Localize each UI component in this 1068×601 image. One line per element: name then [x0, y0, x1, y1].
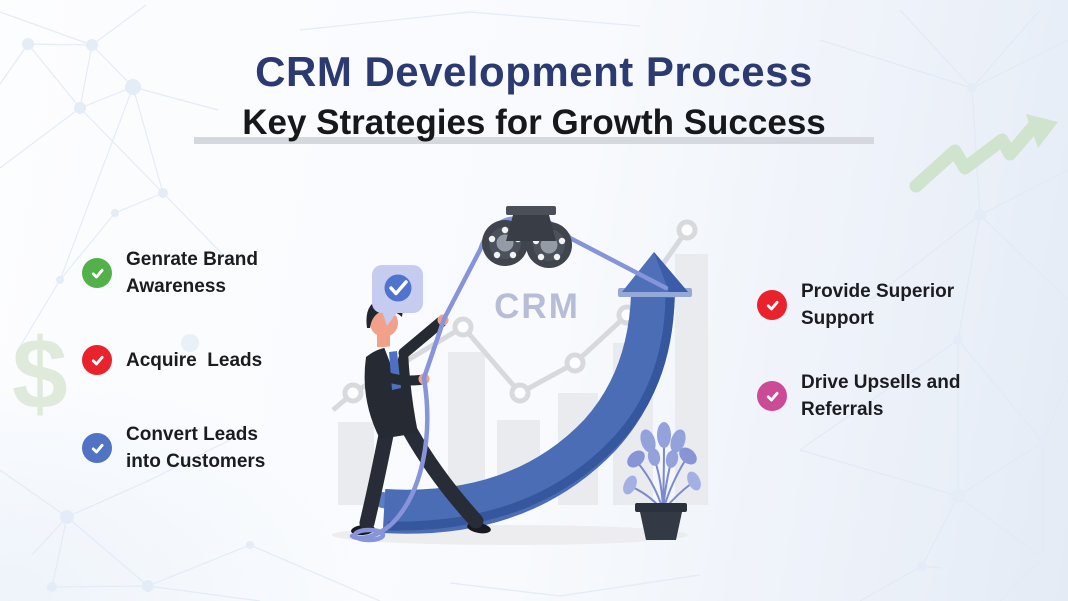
dollar-icon: $	[12, 318, 68, 430]
strategy-item-brand-awareness: Genrate Brand Awareness	[82, 246, 294, 300]
check-icon	[82, 433, 112, 463]
strategy-label: Provide Superior Support	[801, 281, 960, 329]
strategy-label: Drive Upsells and Referrals	[801, 372, 966, 420]
crm-watermark: CRM	[494, 287, 580, 326]
subtitle-underline	[194, 137, 874, 144]
strategy-item-convert-leads: Convert Leads into Customers	[82, 421, 294, 475]
check-icon	[757, 290, 787, 320]
growth-arrow-icon	[909, 114, 1058, 193]
businessman-figure	[351, 298, 491, 536]
network-nodes	[22, 38, 1049, 592]
pulley-icon	[482, 206, 572, 268]
page-subtitle: Key Strategies for Growth Success	[242, 103, 826, 142]
check-icon	[82, 258, 112, 288]
background-linechart-icon	[331, 219, 698, 412]
network-lines	[0, 4, 1068, 601]
check-icon	[757, 381, 787, 411]
crm-growth-illustration: CRM	[331, 206, 708, 545]
page-title: CRM Development Process	[255, 48, 813, 95]
strategy-label: Acquire Leads	[126, 349, 263, 371]
speech-bubble-check-icon	[372, 265, 423, 326]
strategy-item-upsells-referrals: Drive Upsells and Referrals	[757, 369, 981, 423]
check-icon	[82, 345, 112, 375]
strategy-item-acquire-leads: Acquire Leads	[82, 345, 262, 375]
strategy-item-superior-support: Provide Superior Support	[757, 278, 981, 332]
strategy-label: Convert Leads into Customers	[126, 424, 266, 472]
strategy-label: Genrate Brand Awareness	[126, 249, 263, 297]
plant-icon	[623, 422, 701, 540]
